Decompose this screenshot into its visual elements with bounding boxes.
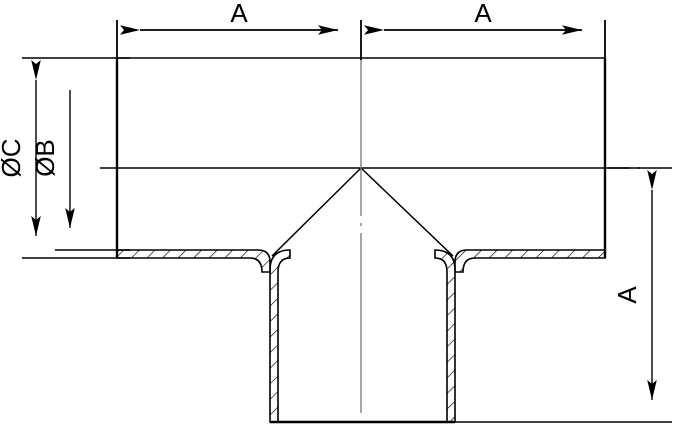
branch-wall-left-hatched: [269, 249, 291, 423]
dimension-a-top-left: A: [120, 0, 338, 35]
dimension-phi-c: ØC: [0, 60, 41, 236]
dimension-phi-b: ØB: [30, 90, 75, 228]
run-pipe-bottom-wall-section: [116, 249, 606, 273]
crotch-line-right: [360, 167, 454, 257]
centerlines: [100, 56, 640, 437]
run-wall-left-hatched: [116, 249, 271, 273]
extension-lines: [22, 20, 672, 423]
crotch-line-left: [271, 167, 362, 257]
dim-label-phi-b: ØB: [30, 139, 60, 177]
branch-wall-right-hatched: [434, 249, 456, 423]
dim-label-a-top-right: A: [474, 0, 492, 28]
run-wall-right-hatched: [454, 249, 606, 273]
branch-pipe-walls-section: [269, 249, 456, 424]
dim-label-a-right: A: [612, 286, 642, 304]
dim-label-a-top-left: A: [230, 0, 248, 28]
dimension-a-top-right: A: [364, 0, 582, 35]
dim-label-phi-c: ØC: [0, 139, 26, 178]
dimension-a-right-vertical: A: [612, 170, 657, 400]
branch-junction-crotch-lines: [271, 167, 454, 257]
